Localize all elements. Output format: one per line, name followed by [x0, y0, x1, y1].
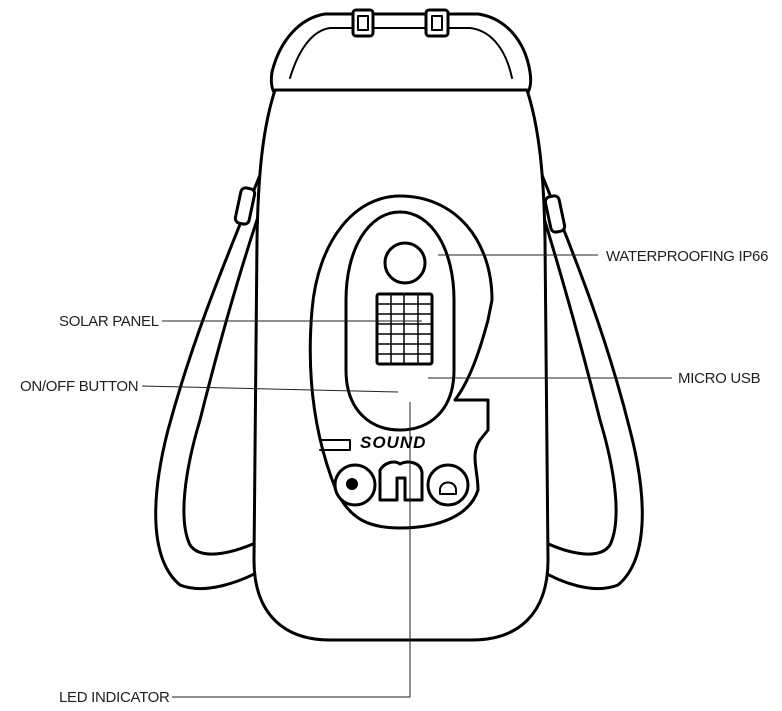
top-clip-left — [351, 8, 375, 38]
label-micro-usb: MICRO USB — [678, 370, 761, 387]
leader-led-indicator — [172, 402, 411, 698]
label-led-indicator: LED INDICATOR — [59, 689, 170, 706]
label-on-off-button: ON/OFF BUTTON — [20, 378, 138, 395]
logo-bracket — [319, 439, 351, 451]
left-strap-buckle — [233, 186, 257, 226]
pac-logo-glyphs — [333, 460, 470, 507]
waterproof-cap — [383, 241, 427, 285]
right-strap-buckle — [543, 194, 567, 234]
label-waterproofing: WATERPROOFING IP66 — [606, 248, 768, 265]
speaker-unit — [308, 194, 494, 530]
leader-on-off — [141, 385, 399, 393]
left-strap — [154, 168, 264, 590]
rolled-top — [269, 8, 533, 102]
top-clip-right — [424, 8, 450, 38]
label-solar-panel: SOLAR PANEL — [59, 313, 159, 330]
brand-logo: SOUND — [360, 433, 426, 452]
right-strap — [538, 168, 644, 590]
solar-panel-grid — [376, 293, 433, 365]
